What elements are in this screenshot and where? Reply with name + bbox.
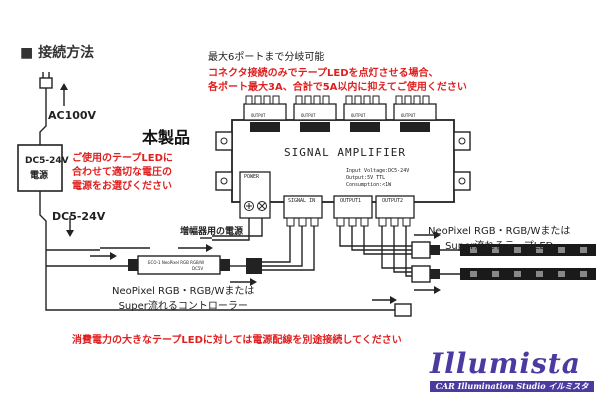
- bottom-warning: 消費電力の大きなテープLEDに対しては電源配線を別途接続してください: [72, 335, 402, 346]
- tape-label-line-2: Super流れるテープLED: [445, 241, 554, 252]
- amplifier-spec-2: Output:5V TTL: [346, 175, 386, 181]
- warning-line-1: コネクタ接続のみでテープLEDを点灯させる場合、: [208, 68, 439, 79]
- output1-label: OUTPUT1: [340, 198, 362, 204]
- power-supply: [17, 144, 63, 192]
- separate-power-connector: [394, 303, 412, 317]
- tape-label-line-1: NeoPixel RGB・RGB/Wまたは: [428, 226, 571, 237]
- power-port-label: POWER: [244, 174, 260, 180]
- psu-voltage-label: DC5-24V: [25, 156, 69, 166]
- controller-label-line-1: NeoPixel RGB・RGB/Wまたは: [112, 286, 255, 297]
- brand-logo: Illumista CAR Illumination Studio イルミスタ: [430, 347, 594, 392]
- output2-label: OUTPUT2: [382, 198, 404, 204]
- controller-label-line-2: Super流れるコントローラー: [118, 301, 248, 312]
- psu-note-line-2: 合わせて適切な電圧の: [72, 167, 172, 178]
- power-port: [239, 171, 271, 219]
- signal-connector: [246, 258, 262, 274]
- psu-note-line-1: ご使用のテープLEDに: [72, 153, 173, 164]
- product-label: 本製品: [142, 128, 191, 147]
- led-tape-2: [460, 268, 596, 280]
- amplifier-spec-1: Input Voltage:DC5-24V: [346, 168, 410, 174]
- svg-text:ECO-1 NeoPixel RGB RGB/W: ECO-1 NeoPixel RGB RGB/W: [148, 260, 204, 265]
- top-output-label-2: OUTPUT: [301, 113, 316, 118]
- top-output-label-1: OUTPUT: [251, 113, 266, 118]
- signal-in-label: SIGNAL IN: [288, 198, 316, 204]
- ports-note: 最大6ポートまで分岐可能: [208, 52, 325, 63]
- psu-note: ご使用のテープLEDに 合わせて適切な電圧の 電源をお選びください: [72, 152, 173, 194]
- top-output-label-4: OUTPUT: [401, 113, 416, 118]
- ac-plug: [39, 72, 53, 106]
- amplifier-spec-3: Consumption:<1W: [346, 182, 392, 188]
- warning-line-2: 各ポート最大3A、合計で5A以内に抑えてご使用ください: [208, 82, 467, 93]
- amplifier-name: SIGNAL AMPLIFIER: [284, 146, 406, 159]
- logo-main-text: Illumista: [430, 347, 581, 380]
- led-tape-1: [460, 244, 596, 256]
- controller: ECO-1 NeoPixel RGB RGB/W DC5V: [128, 255, 230, 275]
- ac-arrow: [60, 83, 68, 106]
- ac-label: AC100V: [48, 109, 97, 122]
- dc-label: DC5-24V: [52, 210, 106, 223]
- section-title: ■ 接続方法: [20, 45, 95, 61]
- tape-label: NeoPixel RGB・RGB/Wまたは Super流れるテープLED: [428, 224, 570, 254]
- amp-power-label: 増幅器用の電源: [180, 227, 244, 237]
- psu-name-label: 電源: [30, 171, 49, 181]
- tape-connector-2: [411, 265, 431, 283]
- logo-sub-text: CAR Illumination Studio イルミスタ: [430, 381, 594, 392]
- dc-arrow: [66, 216, 74, 237]
- svg-text:DC5V: DC5V: [192, 266, 203, 271]
- amp-power-arrow: [178, 244, 213, 252]
- top-output-label-3: OUTPUT: [351, 113, 366, 118]
- top-output-ports: [243, 95, 437, 132]
- psu-note-line-3: 電源をお選びください: [72, 181, 172, 192]
- controller-label: NeoPixel RGB・RGB/Wまたは Super流れるコントローラー: [112, 284, 254, 314]
